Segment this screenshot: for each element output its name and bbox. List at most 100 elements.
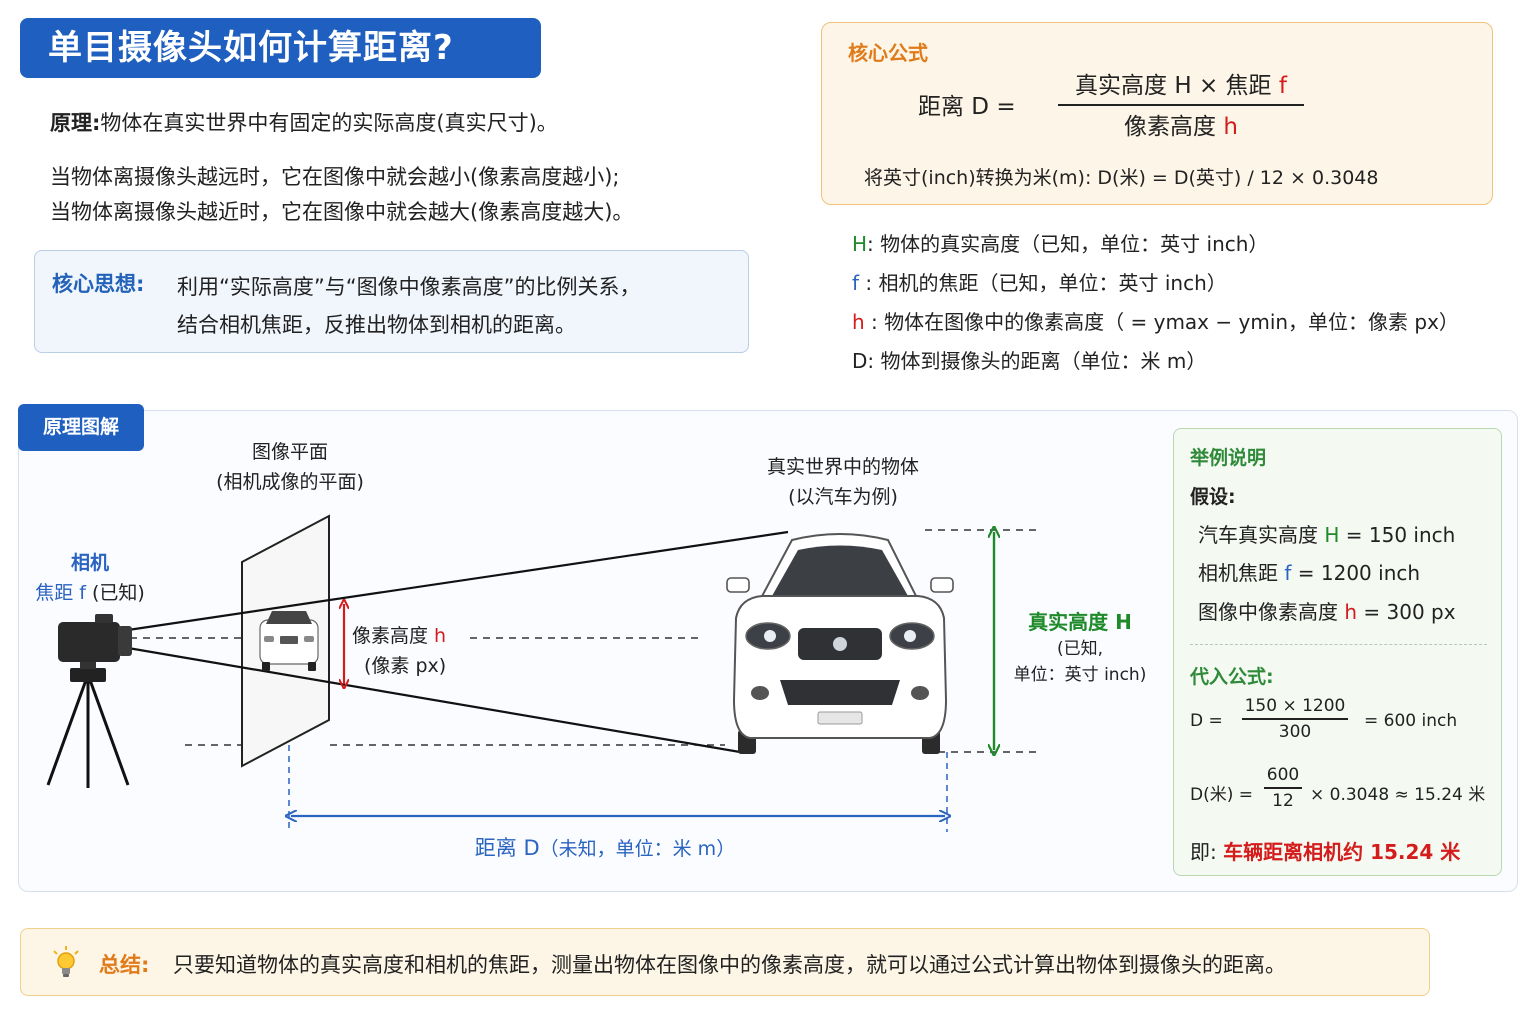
- definition-text: 物体到摄像头的距离（单位：米 m）: [880, 349, 1207, 373]
- distance-label-title: 距离 D: [474, 836, 540, 860]
- real-height-label-title: 真实高度 H: [1028, 610, 1132, 634]
- definition-symbol: f: [852, 271, 860, 295]
- real-height-label-known: (已知,: [1056, 639, 1104, 659]
- principle-label: 原理:: [50, 111, 101, 135]
- diagram-tag: 原理图解: [18, 404, 144, 451]
- formula-box: 核心公式 距离 D = 真实高度 H × 焦距 f 像素高度 h 将英寸(inc…: [821, 22, 1493, 205]
- camera-focal-text: 焦距 f: [35, 582, 86, 604]
- summary-text: 只要知道物体的真实高度和相机的焦距，测量出物体在图像中的像素高度，就可以通过公式…: [173, 953, 1286, 977]
- definition-sep: :: [859, 271, 879, 295]
- page-title: 单目摄像头如何计算距离?: [20, 18, 541, 78]
- principle-line-near: 当物体离摄像头越近时，它在图像中就会越大(像素高度越大)。: [50, 200, 634, 224]
- example-row-H: 汽车真实高度 H = 150 inch: [1198, 519, 1455, 548]
- definition-text: 相机的焦距（已知，单位：英寸 inch）: [878, 271, 1227, 295]
- example-row-label: 相机焦距: [1198, 561, 1285, 585]
- pixel-height-symbol: h: [434, 625, 447, 647]
- reference-lines: [130, 529, 1038, 753]
- summary-label: 总结:: [99, 953, 150, 977]
- calc2-fraction: 600 12: [1264, 765, 1302, 811]
- definition-h: h : 物体在图像中的像素高度（ = ymax − ymin，单位：像素 px）: [852, 303, 1459, 342]
- projection-lines: [127, 530, 789, 754]
- calc1-line: [1242, 718, 1348, 720]
- core-idea-line-1: 利用“实际高度”与“图像中像素高度”的比例关系，: [177, 275, 641, 299]
- example-row-value: = 1200 inch: [1291, 561, 1421, 585]
- calc2-line: [1264, 787, 1302, 789]
- definition-sep: :: [864, 310, 885, 334]
- object-label-title: 真实世界中的物体: [766, 456, 919, 478]
- small-car-icon: [259, 611, 319, 671]
- car-icon: [726, 533, 954, 754]
- example-result-prefix: 即:: [1190, 840, 1224, 864]
- example-row-h: 图像中像素高度 h = 300 px: [1198, 596, 1456, 625]
- core-idea-line-2: 结合相机焦距，反推出物体到相机的距离。: [177, 313, 576, 337]
- camera-icon: [46, 614, 132, 788]
- example-substitute: 代入公式:: [1190, 666, 1274, 688]
- definition-D: D: 物体到摄像头的距离（单位：米 m）: [852, 342, 1459, 381]
- definition-text: 物体在图像中的像素高度（ = ymax − ymin，单位：像素 px）: [884, 310, 1459, 334]
- principle-text: 原理:物体在真实世界中有固定的实际高度(真实尺寸)。: [50, 107, 558, 137]
- lightbulb-icon: [53, 946, 79, 977]
- calc2-lhs: D(米) =: [1190, 785, 1254, 805]
- calc2-result: × 0.3048 ≈ 15.24 米: [1310, 785, 1486, 805]
- calc1-numerator: 150 × 1200: [1244, 696, 1346, 716]
- variable-definitions: H: 物体的真实高度（已知，单位：英寸 inch） f : 相机的焦距（已知，单…: [852, 225, 1459, 381]
- formula-lhs: 距离 D =: [918, 94, 1016, 120]
- formula-denominator-h: h: [1223, 114, 1238, 140]
- pixel-height-text: 像素高度: [352, 625, 435, 647]
- object-label: 真实世界中的物体 (以汽车为例): [743, 452, 943, 512]
- core-idea-label: 核心思想:: [52, 272, 145, 296]
- example-box: 举例说明 假设: 汽车真实高度 H = 150 inch 相机焦距 f = 12…: [1173, 428, 1502, 876]
- example-row-symbol: f: [1284, 561, 1292, 585]
- unit-conversion: 将英寸(inch)转换为米(m): D(米) = D(英寸) / 12 × 0.…: [864, 167, 1379, 189]
- example-row-f: 相机焦距 f = 1200 inch: [1198, 557, 1420, 586]
- object-label-sub: (以汽车为例): [788, 486, 898, 508]
- calc1-fraction: 150 × 1200 300: [1242, 696, 1348, 742]
- definition-symbol: h: [852, 310, 865, 334]
- example-row-label: 图像中像素高度: [1198, 600, 1345, 624]
- example-row-label: 汽车真实高度: [1198, 523, 1325, 547]
- camera-known-text: (已知): [85, 582, 145, 604]
- core-idea-text: 利用“实际高度”与“图像中像素高度”的比例关系， 结合相机焦距，反推出物体到相机…: [177, 268, 641, 344]
- distance-label: 距离 D（未知，单位：米 m）: [440, 832, 770, 862]
- definition-f: f : 相机的焦距（已知，单位：英寸 inch）: [852, 264, 1459, 303]
- pixel-height-label: 像素高度 h (像素 px): [352, 621, 464, 681]
- distance-label-unit: （未知，单位：米 m）: [539, 838, 736, 860]
- real-height-label: 真实高度 H (已知, 单位：英寸 inch): [1005, 608, 1155, 688]
- distance-guides: [288, 745, 948, 832]
- calc1-denominator: 300: [1278, 721, 1312, 742]
- calc1-result: = 600 inch: [1364, 711, 1458, 731]
- principle-body: 物体在真实世界中有固定的实际高度(真实尺寸)。: [100, 111, 558, 135]
- example-row-symbol: h: [1344, 600, 1358, 624]
- formula-numerator: 真实高度 H × 焦距 f: [1058, 69, 1304, 103]
- example-title: 举例说明: [1190, 447, 1267, 469]
- definition-sep: :: [867, 349, 881, 373]
- example-result-value: 车辆距离相机约 15.24 米: [1223, 840, 1461, 864]
- calc2-numerator: 600: [1266, 765, 1300, 785]
- formula-denominator-text: 像素高度: [1124, 114, 1224, 140]
- formula-fraction: 真实高度 H × 焦距 f 像素高度 h: [1058, 69, 1304, 144]
- formula-numerator-f: f: [1278, 73, 1287, 99]
- principle-lines: 当物体离摄像头越远时，它在图像中就会越小(像素高度越小); 当物体离摄像头越近时…: [50, 160, 633, 230]
- calc1-lhs: D =: [1190, 711, 1223, 731]
- calc2-denominator: 12: [1272, 790, 1294, 811]
- formula-fraction-line: [1058, 104, 1304, 106]
- example-row-value: = 150 inch: [1339, 523, 1456, 547]
- image-plane-label-title: 图像平面: [251, 441, 328, 463]
- definition-symbol: D: [852, 349, 868, 373]
- image-plane-label-sub: (相机成像的平面): [216, 471, 364, 493]
- formula-numerator-text: 真实高度 H × 焦距: [1075, 73, 1279, 99]
- example-row-value: = 300 px: [1357, 600, 1456, 624]
- definition-H: H: 物体的真实高度（已知，单位：英寸 inch）: [852, 225, 1459, 264]
- definition-sep: :: [867, 232, 881, 256]
- image-plane-label: 图像平面 (相机成像的平面): [190, 437, 390, 497]
- definition-text: 物体的真实高度（已知，单位：英寸 inch）: [880, 232, 1269, 256]
- pixel-height-label-title: 像素高度 h: [352, 621, 464, 651]
- core-idea-box: 核心思想: 利用“实际高度”与“图像中像素高度”的比例关系， 结合相机焦距，反推…: [34, 250, 749, 353]
- camera-label-title: 相机: [70, 552, 109, 574]
- pixel-height-label-unit: (像素 px): [364, 655, 447, 677]
- summary-box: 总结: 只要知道物体的真实高度和相机的焦距，测量出物体在图像中的像素高度，就可以…: [20, 928, 1430, 996]
- example-assume: 假设:: [1190, 486, 1236, 508]
- camera-label-focal: 焦距 f (已知): [20, 578, 160, 608]
- example-row-symbol: H: [1324, 523, 1340, 547]
